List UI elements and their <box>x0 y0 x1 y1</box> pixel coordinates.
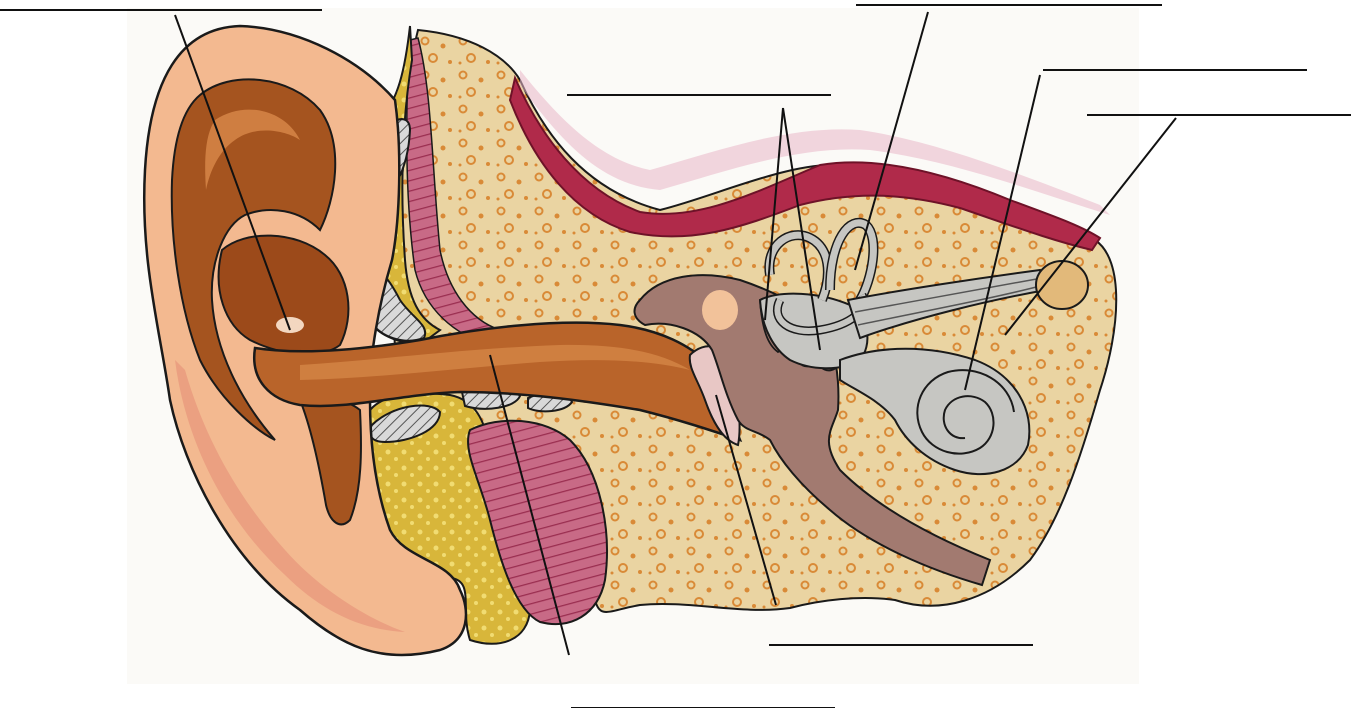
middle-ear-highlight <box>702 290 738 330</box>
concha-highlight <box>276 317 304 333</box>
